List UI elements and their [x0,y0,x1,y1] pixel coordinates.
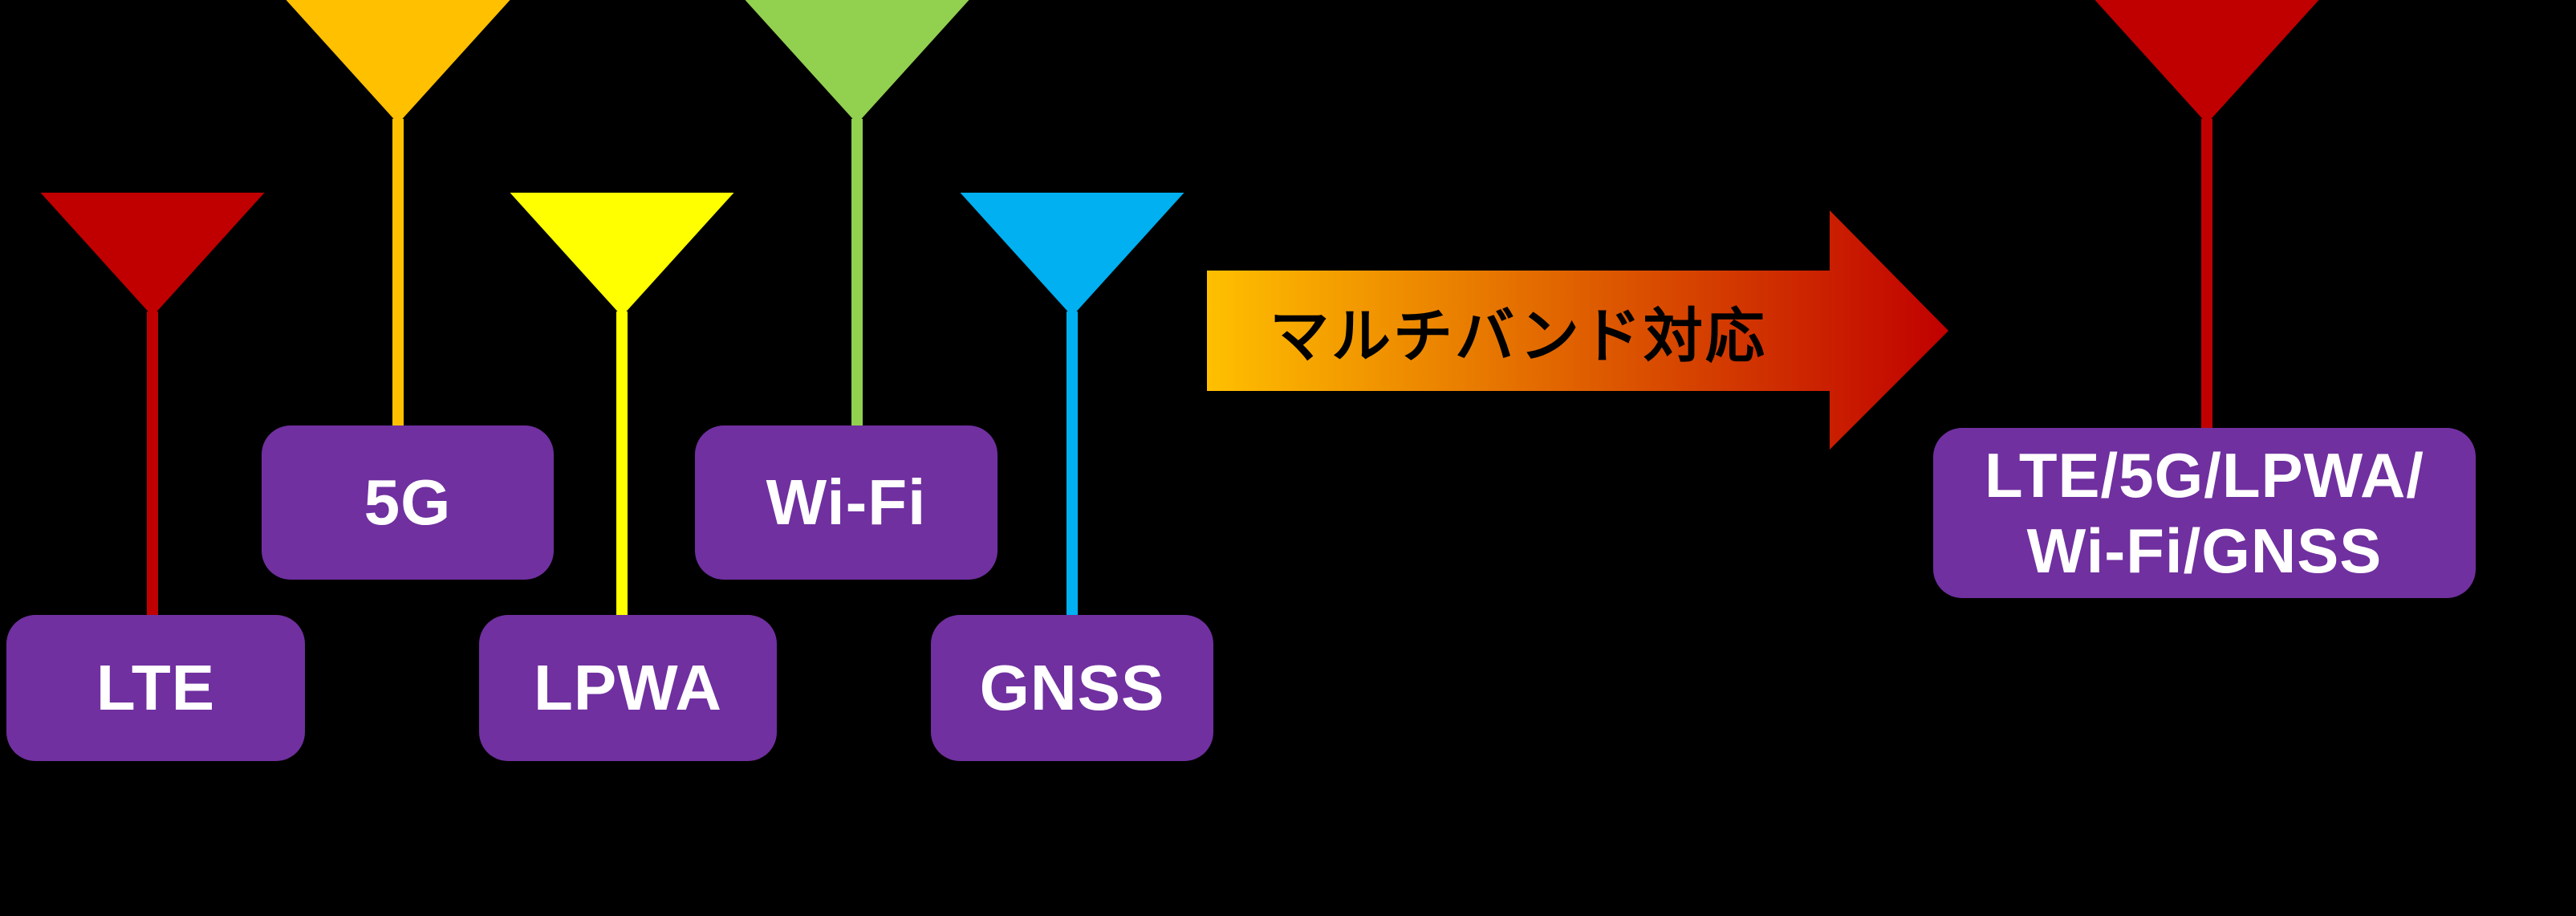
wifi-label-box: Wi-Fi [695,425,997,580]
multiband-arrow: マルチバンド対応 [1207,210,1948,450]
wifi-antenna-stem [851,119,863,432]
5g-label: 5G [364,466,452,538]
gnss-antenna-stem [1067,311,1078,620]
5g-label-box: 5G [262,425,554,580]
multiband-arrow-label: マルチバンド対応 [1270,302,1767,369]
gnss-antenna-triangle-icon [960,193,1184,316]
multiband-label-box: LTE/5G/LPWA/ Wi-Fi/GNSS [1933,428,2476,598]
multiband-antenna-triangle-icon [2095,0,2319,124]
multiband-antenna-stem [2201,119,2212,434]
lpwa-antenna-triangle-icon [510,193,734,316]
wifi-antenna-triangle-icon [745,0,969,124]
lte-label-box: LTE [6,615,305,761]
lpwa-label-box: LPWA [479,615,777,761]
multiband-label: LTE/5G/LPWA/ Wi-Fi/GNSS [1985,440,2424,586]
gnss-label: GNSS [979,652,1165,723]
lte-antenna-triangle-icon [40,193,265,316]
5g-antenna-stem [392,119,404,432]
lpwa-antenna-stem [616,311,628,620]
5g-antenna-triangle-icon [286,0,510,124]
lte-label: LTE [95,652,216,723]
lte-antenna-stem [147,311,158,620]
wifi-label: Wi-Fi [766,466,927,538]
gnss-label-box: GNSS [931,615,1213,761]
lpwa-label: LPWA [533,652,723,723]
